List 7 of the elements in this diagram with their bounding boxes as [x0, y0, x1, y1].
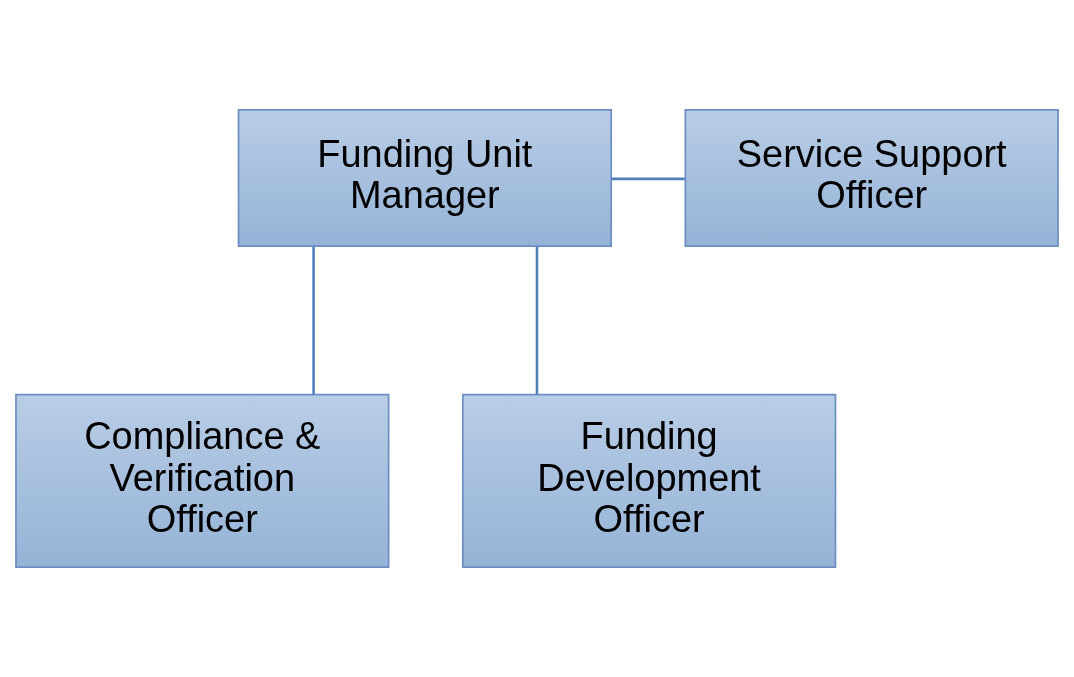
connector	[535, 246, 539, 395]
node-box: Funding Development Officer	[461, 393, 837, 568]
node-box: Service Support Officer	[684, 109, 1059, 248]
node-box: Compliance & Verification Officer	[15, 393, 390, 568]
connector	[611, 177, 685, 181]
node-box: Funding Unit Manager	[237, 109, 613, 248]
connector	[312, 246, 315, 395]
